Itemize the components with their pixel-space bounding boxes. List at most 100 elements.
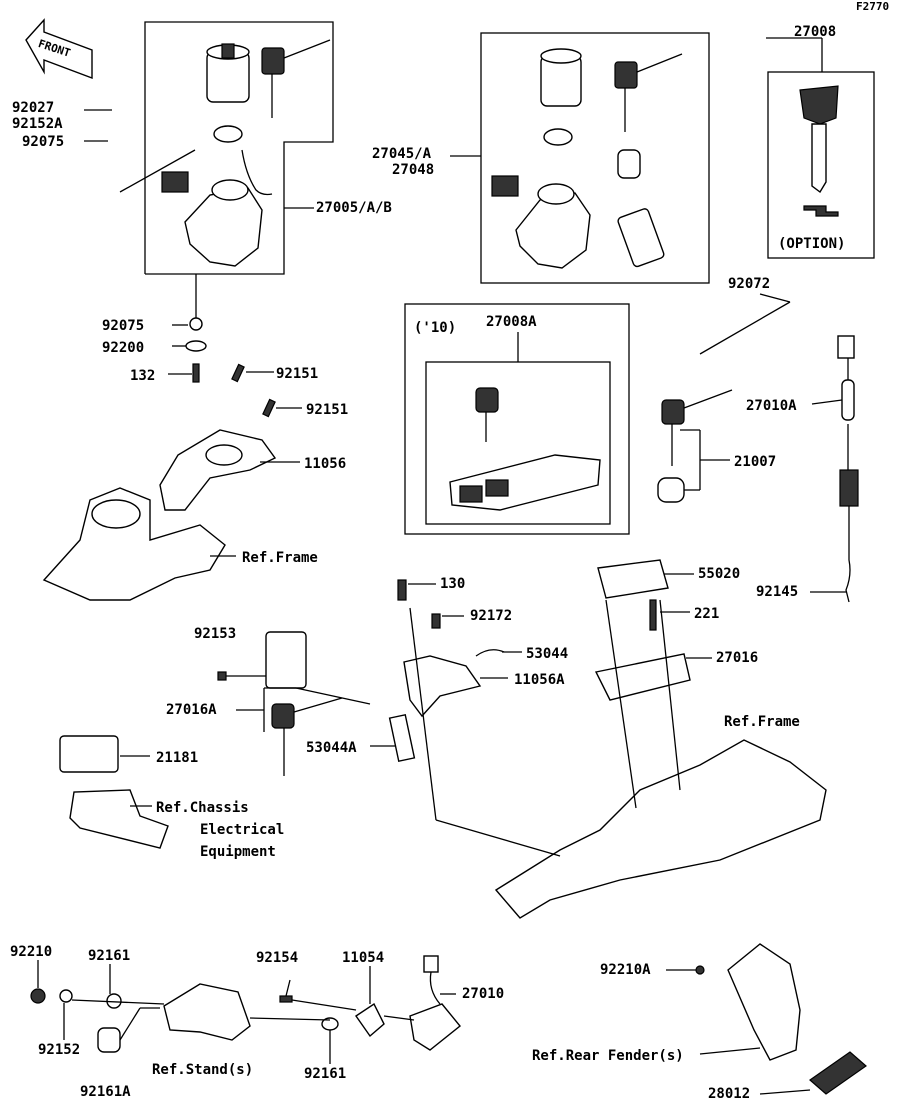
cable-tie-icon (699, 301, 791, 355)
chassis-bracket-icon (69, 789, 169, 849)
label-55020: 55020 (698, 566, 740, 582)
label-130: 130 (440, 576, 465, 592)
label-92151-b: 92151 (306, 402, 348, 418)
label-ref-stand: Ref.Stand(s) (152, 1062, 253, 1078)
label-27016A: 27016A (166, 702, 217, 718)
label-53044: 53044 (526, 646, 568, 662)
label-92154: 92154 (256, 950, 298, 966)
label-92152A: 92152A (12, 116, 63, 132)
ignition-switch-body-2-icon (491, 175, 591, 269)
label-option: (OPTION) (778, 236, 845, 252)
screw-92153-icon (217, 671, 227, 681)
sleeve-53044A-icon (388, 713, 416, 763)
label-11054: 11054 (342, 950, 384, 966)
small-parts-icon (185, 317, 276, 418)
label-92161-left: 92161 (88, 948, 130, 964)
seat-lock-27016-icon (594, 653, 691, 701)
collar-ring-2-icon (543, 128, 573, 146)
ignition-switch-body-icon (161, 149, 273, 267)
ignition-lock-cylinder-icon (206, 43, 250, 103)
label-27016: 27016 (716, 650, 758, 666)
label-92210: 92210 (10, 944, 52, 960)
key-tag-icon (803, 205, 839, 217)
label-27048: 27048 (392, 162, 434, 178)
label-ref-rear-fender: Ref.Rear Fender(s) (532, 1048, 684, 1064)
screw-92154-icon (279, 995, 293, 1003)
reflector-28012-icon (809, 1051, 867, 1095)
label-27008: 27008 (794, 24, 836, 40)
label-92161-right: 92161 (304, 1066, 346, 1082)
rear-frame-icon (494, 739, 827, 919)
key-2-icon (614, 53, 683, 132)
switch-27010-icon (409, 955, 461, 1051)
label-92161A: 92161A (80, 1084, 131, 1100)
label-28012: 28012 (708, 1086, 750, 1102)
label-221: 221 (694, 606, 719, 622)
label-21181: 21181 (156, 750, 198, 766)
label-92172: 92172 (470, 608, 512, 624)
nut-92210A-icon (695, 965, 705, 975)
bolt-130-icon (397, 579, 407, 601)
immobilizer-unit-icon (449, 454, 601, 511)
lock-cylinder-2-icon (540, 48, 582, 107)
screw-92172-icon (431, 613, 441, 629)
spare-key-icon (661, 389, 733, 466)
bolt-221-icon (649, 599, 657, 631)
year-10-box (404, 303, 630, 535)
label-11056A: 11056A (514, 672, 565, 688)
stand-bracket-icon (163, 983, 251, 1041)
label-equipment: Equipment (200, 844, 276, 860)
bracket-11054-icon (355, 1002, 385, 1038)
figure-code: F2770 (856, 0, 889, 13)
seat-lock-27016A-icon (265, 631, 343, 776)
washer-92210-icon (30, 988, 46, 1004)
spring-53044-icon (475, 649, 505, 657)
frame-head-icon (42, 487, 226, 601)
label-92153: 92153 (194, 626, 236, 642)
cap-icon (657, 477, 685, 503)
seat-lock-cable-icon (839, 424, 859, 603)
label-92210A: 92210A (600, 962, 651, 978)
front-arrow-icon: FRONT (25, 18, 93, 80)
label-11056: 11056 (304, 456, 346, 472)
collar-92161A-icon (97, 1027, 121, 1053)
label-92075-top: 92075 (22, 134, 64, 150)
steering-stem-bracket-icon (159, 429, 277, 511)
label-53044A: 53044A (306, 740, 357, 756)
label-ref-frame-upper: Ref.Frame (242, 550, 318, 566)
label-92200: 92200 (102, 340, 144, 356)
label-21007: 21007 (734, 454, 776, 470)
label-27010A: 27010A (746, 398, 797, 414)
label-92145: 92145 (756, 584, 798, 600)
label-92027: 92027 (12, 100, 54, 116)
key-icon (261, 39, 331, 118)
label-ref-chassis: Ref.Chassis (156, 800, 249, 816)
label-27045-A: 27045/A (372, 146, 432, 162)
relay-21181-icon (59, 735, 119, 773)
seat-lock-cap-icon (617, 149, 641, 179)
label-27008A: 27008A (486, 314, 537, 330)
label-92152: 92152 (38, 1042, 80, 1058)
ignition-group-box (144, 21, 334, 275)
washer-92152-icon (59, 989, 73, 1003)
label-92075-mid: 92075 (102, 318, 144, 334)
label-year-10: ('10) (414, 320, 456, 336)
label-ref-frame-lower: Ref.Frame (724, 714, 800, 730)
seat-lock-assembly-icon (617, 208, 665, 268)
cover-55020-icon (597, 559, 669, 599)
label-27005-A-B: 27005/A/B (316, 200, 392, 216)
option-box (767, 71, 875, 259)
label-92151-a: 92151 (276, 366, 318, 382)
label-27010: 27010 (462, 986, 504, 1002)
leader-lines (37, 37, 846, 1095)
label-electrical: Electrical (200, 822, 284, 838)
lock-set-group-box (480, 32, 710, 284)
seat-lock-bracket-icon (403, 655, 482, 718)
collar-ring-icon (213, 125, 243, 143)
wire-lead-icon (837, 335, 855, 421)
option-key-icon (799, 85, 839, 194)
immobilizer-key-icon (475, 387, 499, 442)
label-132: 132 (130, 368, 155, 384)
